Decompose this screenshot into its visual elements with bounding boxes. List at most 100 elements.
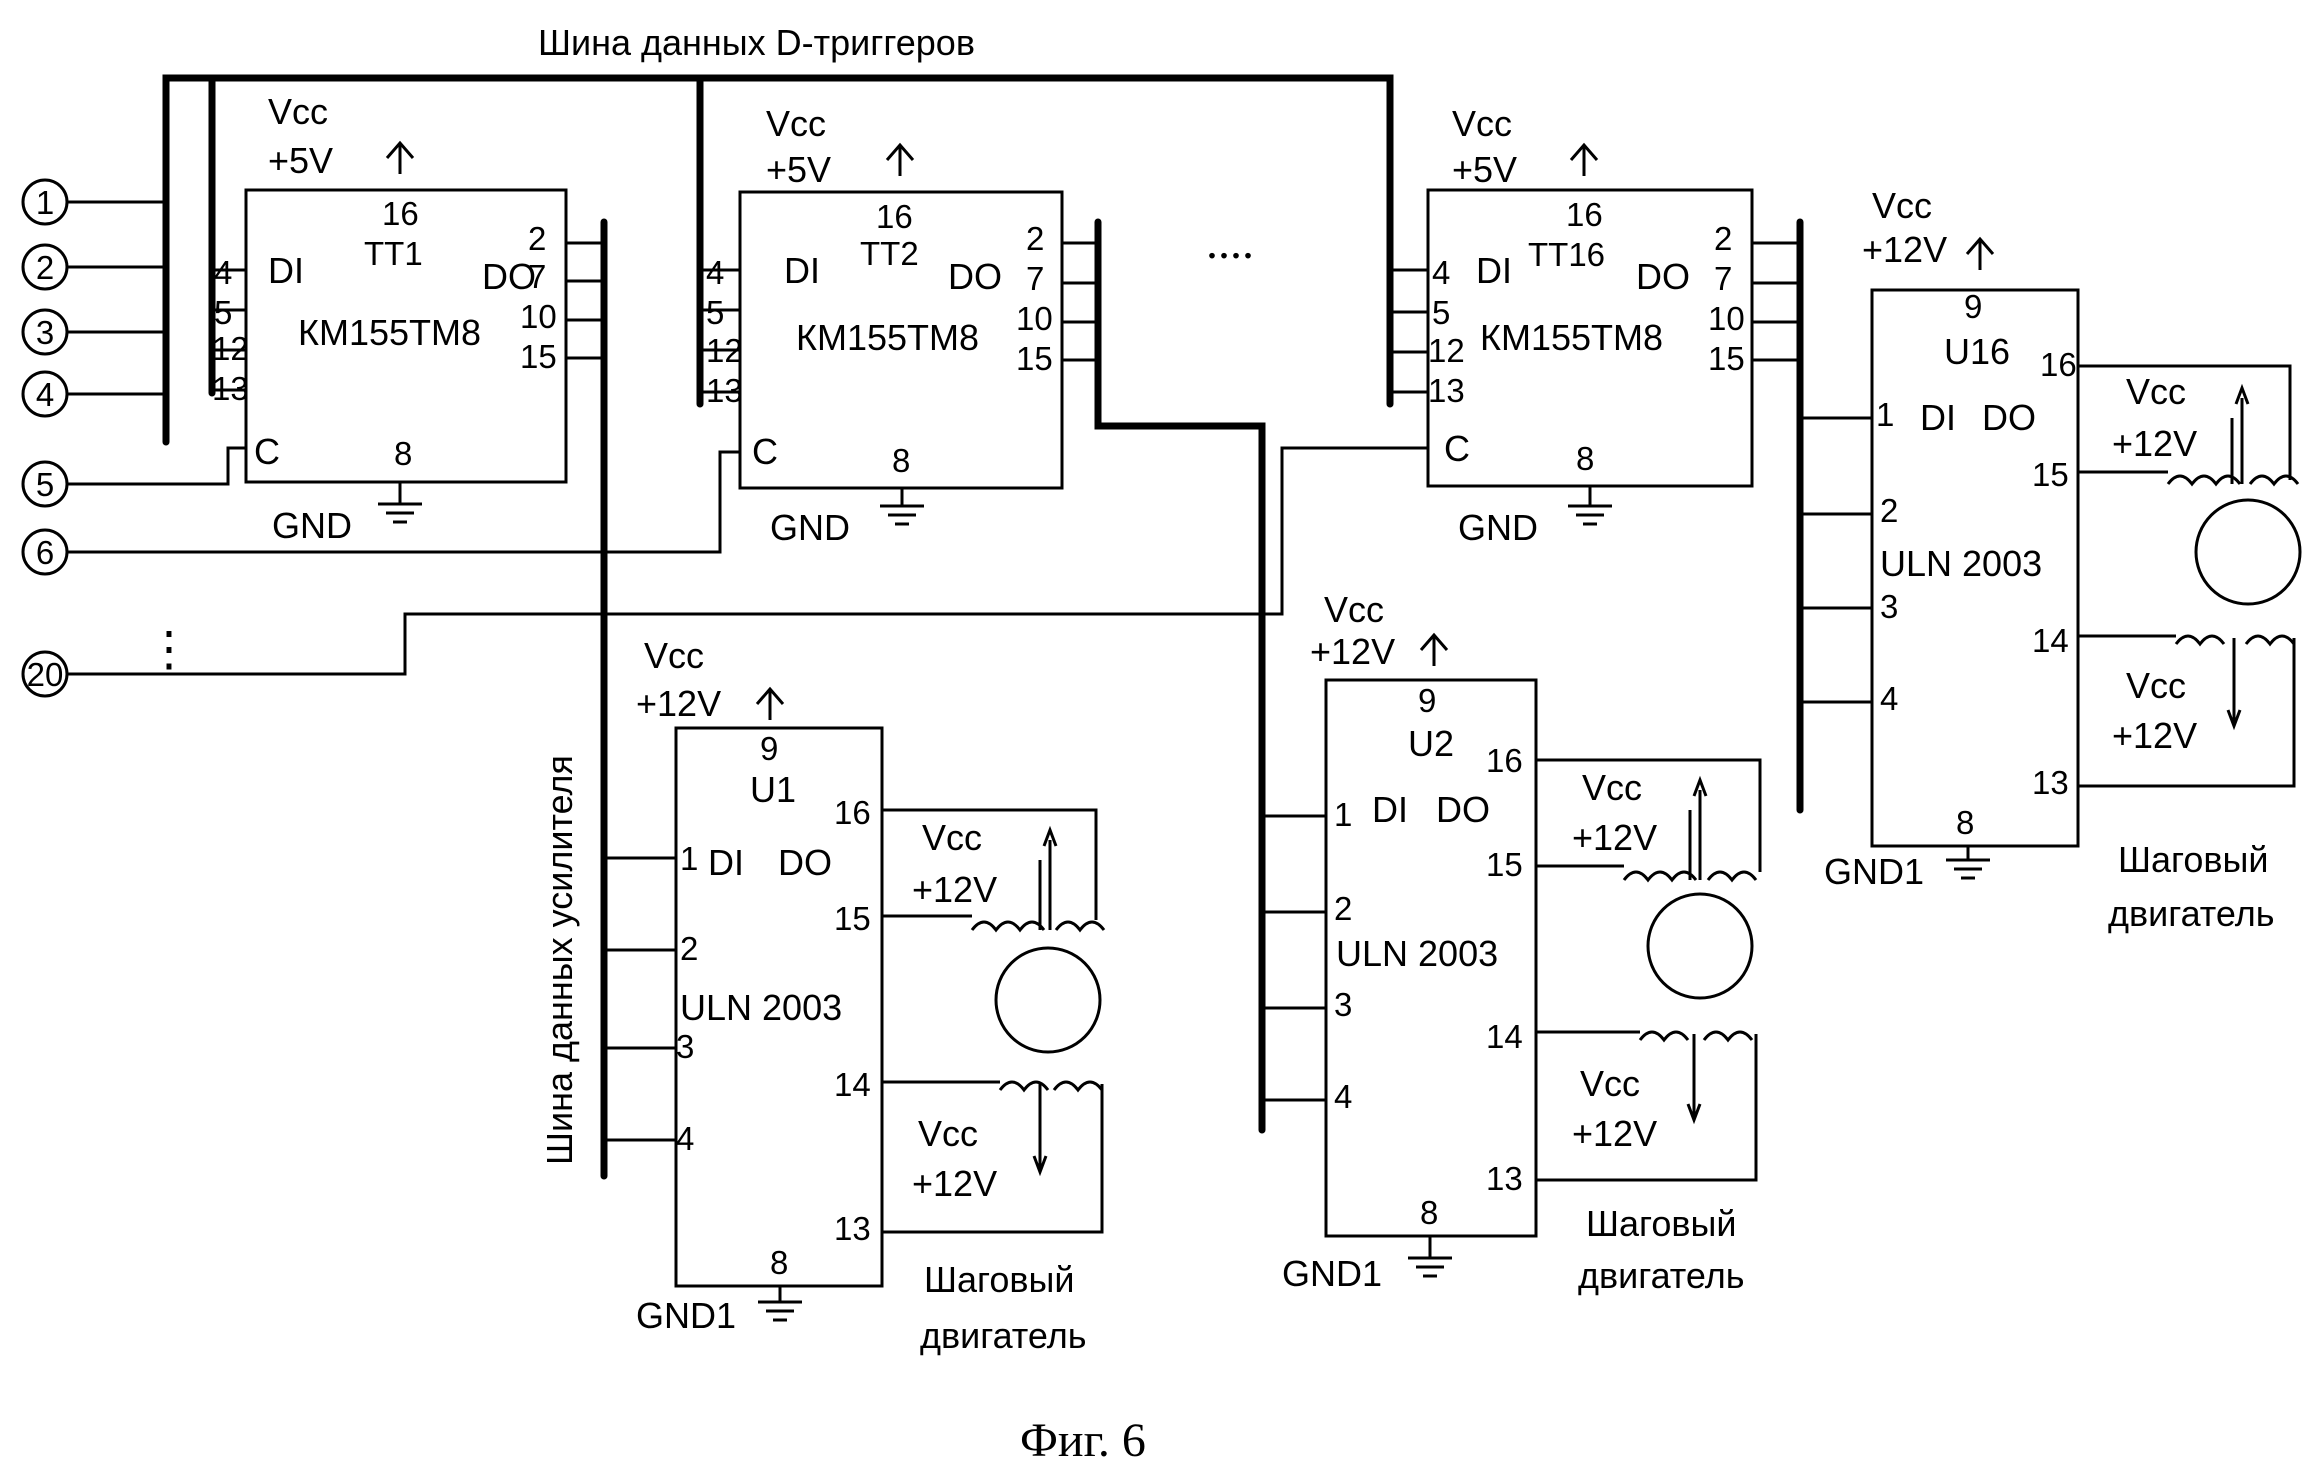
svg-text:DO: DO	[948, 256, 1002, 297]
svg-text:2: 2	[1714, 220, 1732, 257]
svg-text:9: 9	[1964, 288, 1982, 325]
svg-text:9: 9	[760, 730, 778, 767]
svg-text:Шаговый: Шаговый	[924, 1259, 1075, 1300]
svg-text:+12V: +12V	[1572, 817, 1657, 858]
svg-text:13: 13	[1428, 372, 1465, 409]
svg-text:DI: DI	[1372, 789, 1408, 830]
tt2-output-bus	[1098, 222, 1262, 1130]
svg-text:8: 8	[770, 1244, 788, 1281]
figure-caption: Фиг. 6	[1020, 1414, 1146, 1467]
svg-text:C: C	[752, 431, 778, 472]
svg-text:TT1: TT1	[364, 235, 423, 272]
driver-u2: Vcc +12V 9 U2 DI DO ULN 2003 8 1 2 3 4 1…	[1282, 589, 1536, 1294]
svg-text:КМ155ТМ8: КМ155ТМ8	[796, 317, 979, 358]
svg-text:Vcc: Vcc	[1582, 767, 1642, 808]
svg-text:8: 8	[1576, 440, 1594, 477]
driver-u1: Vcc +12V 9 U1 DI DO ULN 2003 8 1 2 3 4 1…	[636, 635, 882, 1336]
svg-text:Vcc: Vcc	[1452, 103, 1512, 144]
svg-text:U16: U16	[1944, 331, 2010, 372]
svg-text:3: 3	[1880, 588, 1898, 625]
stepper-motor-16: Vcc +12V Vcc +12V Шаговый двигатель	[2078, 366, 2300, 934]
svg-text:двигатель: двигатель	[2108, 893, 2274, 934]
svg-text:TT16: TT16	[1528, 236, 1605, 273]
svg-text:16: 16	[876, 198, 913, 235]
input-6: 6	[23, 530, 67, 574]
svg-text:5: 5	[706, 294, 724, 331]
svg-text:10: 10	[1708, 300, 1745, 337]
svg-text:+12V: +12V	[1862, 229, 1947, 270]
svg-text:DI: DI	[268, 250, 304, 291]
svg-text:13: 13	[1486, 1160, 1523, 1197]
svg-text:3: 3	[36, 314, 54, 351]
svg-text:Vcc: Vcc	[644, 635, 704, 676]
svg-text:15: 15	[2032, 456, 2069, 493]
svg-text:+12V: +12V	[636, 683, 721, 724]
svg-text:8: 8	[394, 435, 412, 472]
svg-text:Vcc: Vcc	[918, 1113, 978, 1154]
middle-ellipsis: ....	[1206, 216, 1254, 269]
input-5: 5	[23, 462, 67, 506]
svg-text:4: 4	[676, 1120, 694, 1157]
svg-text:4: 4	[1432, 254, 1450, 291]
svg-text:5: 5	[1432, 294, 1450, 331]
input-20: 20	[23, 652, 67, 696]
svg-text:10: 10	[1016, 300, 1053, 337]
svg-text:+12V: +12V	[1572, 1113, 1657, 1154]
svg-text:16: 16	[382, 195, 419, 232]
input-3: 3	[23, 310, 67, 354]
svg-text:15: 15	[1486, 846, 1523, 883]
svg-text:5: 5	[36, 466, 54, 503]
svg-text:GND: GND	[1458, 507, 1538, 548]
svg-text:7: 7	[1714, 260, 1732, 297]
input-ellipsis: ⋮	[145, 623, 193, 676]
svg-text:15: 15	[834, 900, 871, 937]
svg-text:+12V: +12V	[912, 869, 997, 910]
svg-text:DO: DO	[778, 842, 832, 883]
svg-text:Vcc: Vcc	[268, 91, 328, 132]
svg-text:Шаговый: Шаговый	[1586, 1203, 1737, 1244]
svg-text:+5V: +5V	[766, 149, 831, 190]
trigger-tt1: Vcc +5V 16 TT1 DI DO КМ155ТМ8 C 8 4 5 12…	[212, 91, 566, 546]
svg-text:9: 9	[1418, 682, 1436, 719]
svg-text:4: 4	[1334, 1078, 1352, 1115]
svg-text:ULN 2003: ULN 2003	[1336, 933, 1498, 974]
svg-text:двигатель: двигатель	[1578, 1255, 1744, 1296]
svg-text:14: 14	[1486, 1018, 1523, 1055]
bus-amp-label: Шина данных усилителя	[539, 755, 580, 1165]
svg-text:C: C	[1444, 428, 1470, 469]
svg-text:GND: GND	[770, 507, 850, 548]
svg-text:4: 4	[1880, 680, 1898, 717]
svg-text:1: 1	[1334, 796, 1352, 833]
svg-text:8: 8	[892, 442, 910, 479]
svg-text:U2: U2	[1408, 723, 1454, 764]
svg-text:1: 1	[36, 184, 54, 221]
svg-text:15: 15	[520, 338, 557, 375]
svg-text:2: 2	[1026, 220, 1044, 257]
svg-text:4: 4	[706, 254, 724, 291]
svg-text:ULN 2003: ULN 2003	[680, 987, 842, 1028]
svg-text:DI: DI	[784, 250, 820, 291]
svg-text:DI: DI	[1920, 397, 1956, 438]
svg-text:10: 10	[520, 298, 557, 335]
svg-text:16: 16	[2040, 346, 2077, 383]
bus-top-label: Шина данных D-триггеров	[538, 22, 975, 63]
svg-text:14: 14	[834, 1066, 871, 1103]
svg-text:GND1: GND1	[636, 1295, 736, 1336]
svg-text:+12V: +12V	[912, 1163, 997, 1204]
svg-text:Vcc: Vcc	[2126, 371, 2186, 412]
svg-text:U1: U1	[750, 769, 796, 810]
svg-text:Vcc: Vcc	[1324, 589, 1384, 630]
svg-text:+5V: +5V	[1452, 149, 1517, 190]
trigger-tt16: Vcc +5V 16 TT16 DI DO КМ155ТМ8 C 8 4 5 1…	[1428, 103, 1752, 548]
svg-text:7: 7	[528, 258, 546, 295]
input-1: 1	[23, 180, 67, 224]
stepper-motor-2: Vcc +12V Vcc +12V Шаговый двигатель	[1536, 760, 1760, 1296]
svg-text:16: 16	[1566, 196, 1603, 233]
svg-text:Vcc: Vcc	[922, 817, 982, 858]
svg-text:12: 12	[1428, 332, 1465, 369]
svg-text:+5V: +5V	[268, 140, 333, 181]
driver-u16: Vcc +12V 9 U16 DI DO ULN 2003 8 1 2 3 4 …	[1824, 185, 2078, 892]
svg-text:Vcc: Vcc	[1580, 1063, 1640, 1104]
svg-text:1: 1	[1876, 396, 1894, 433]
